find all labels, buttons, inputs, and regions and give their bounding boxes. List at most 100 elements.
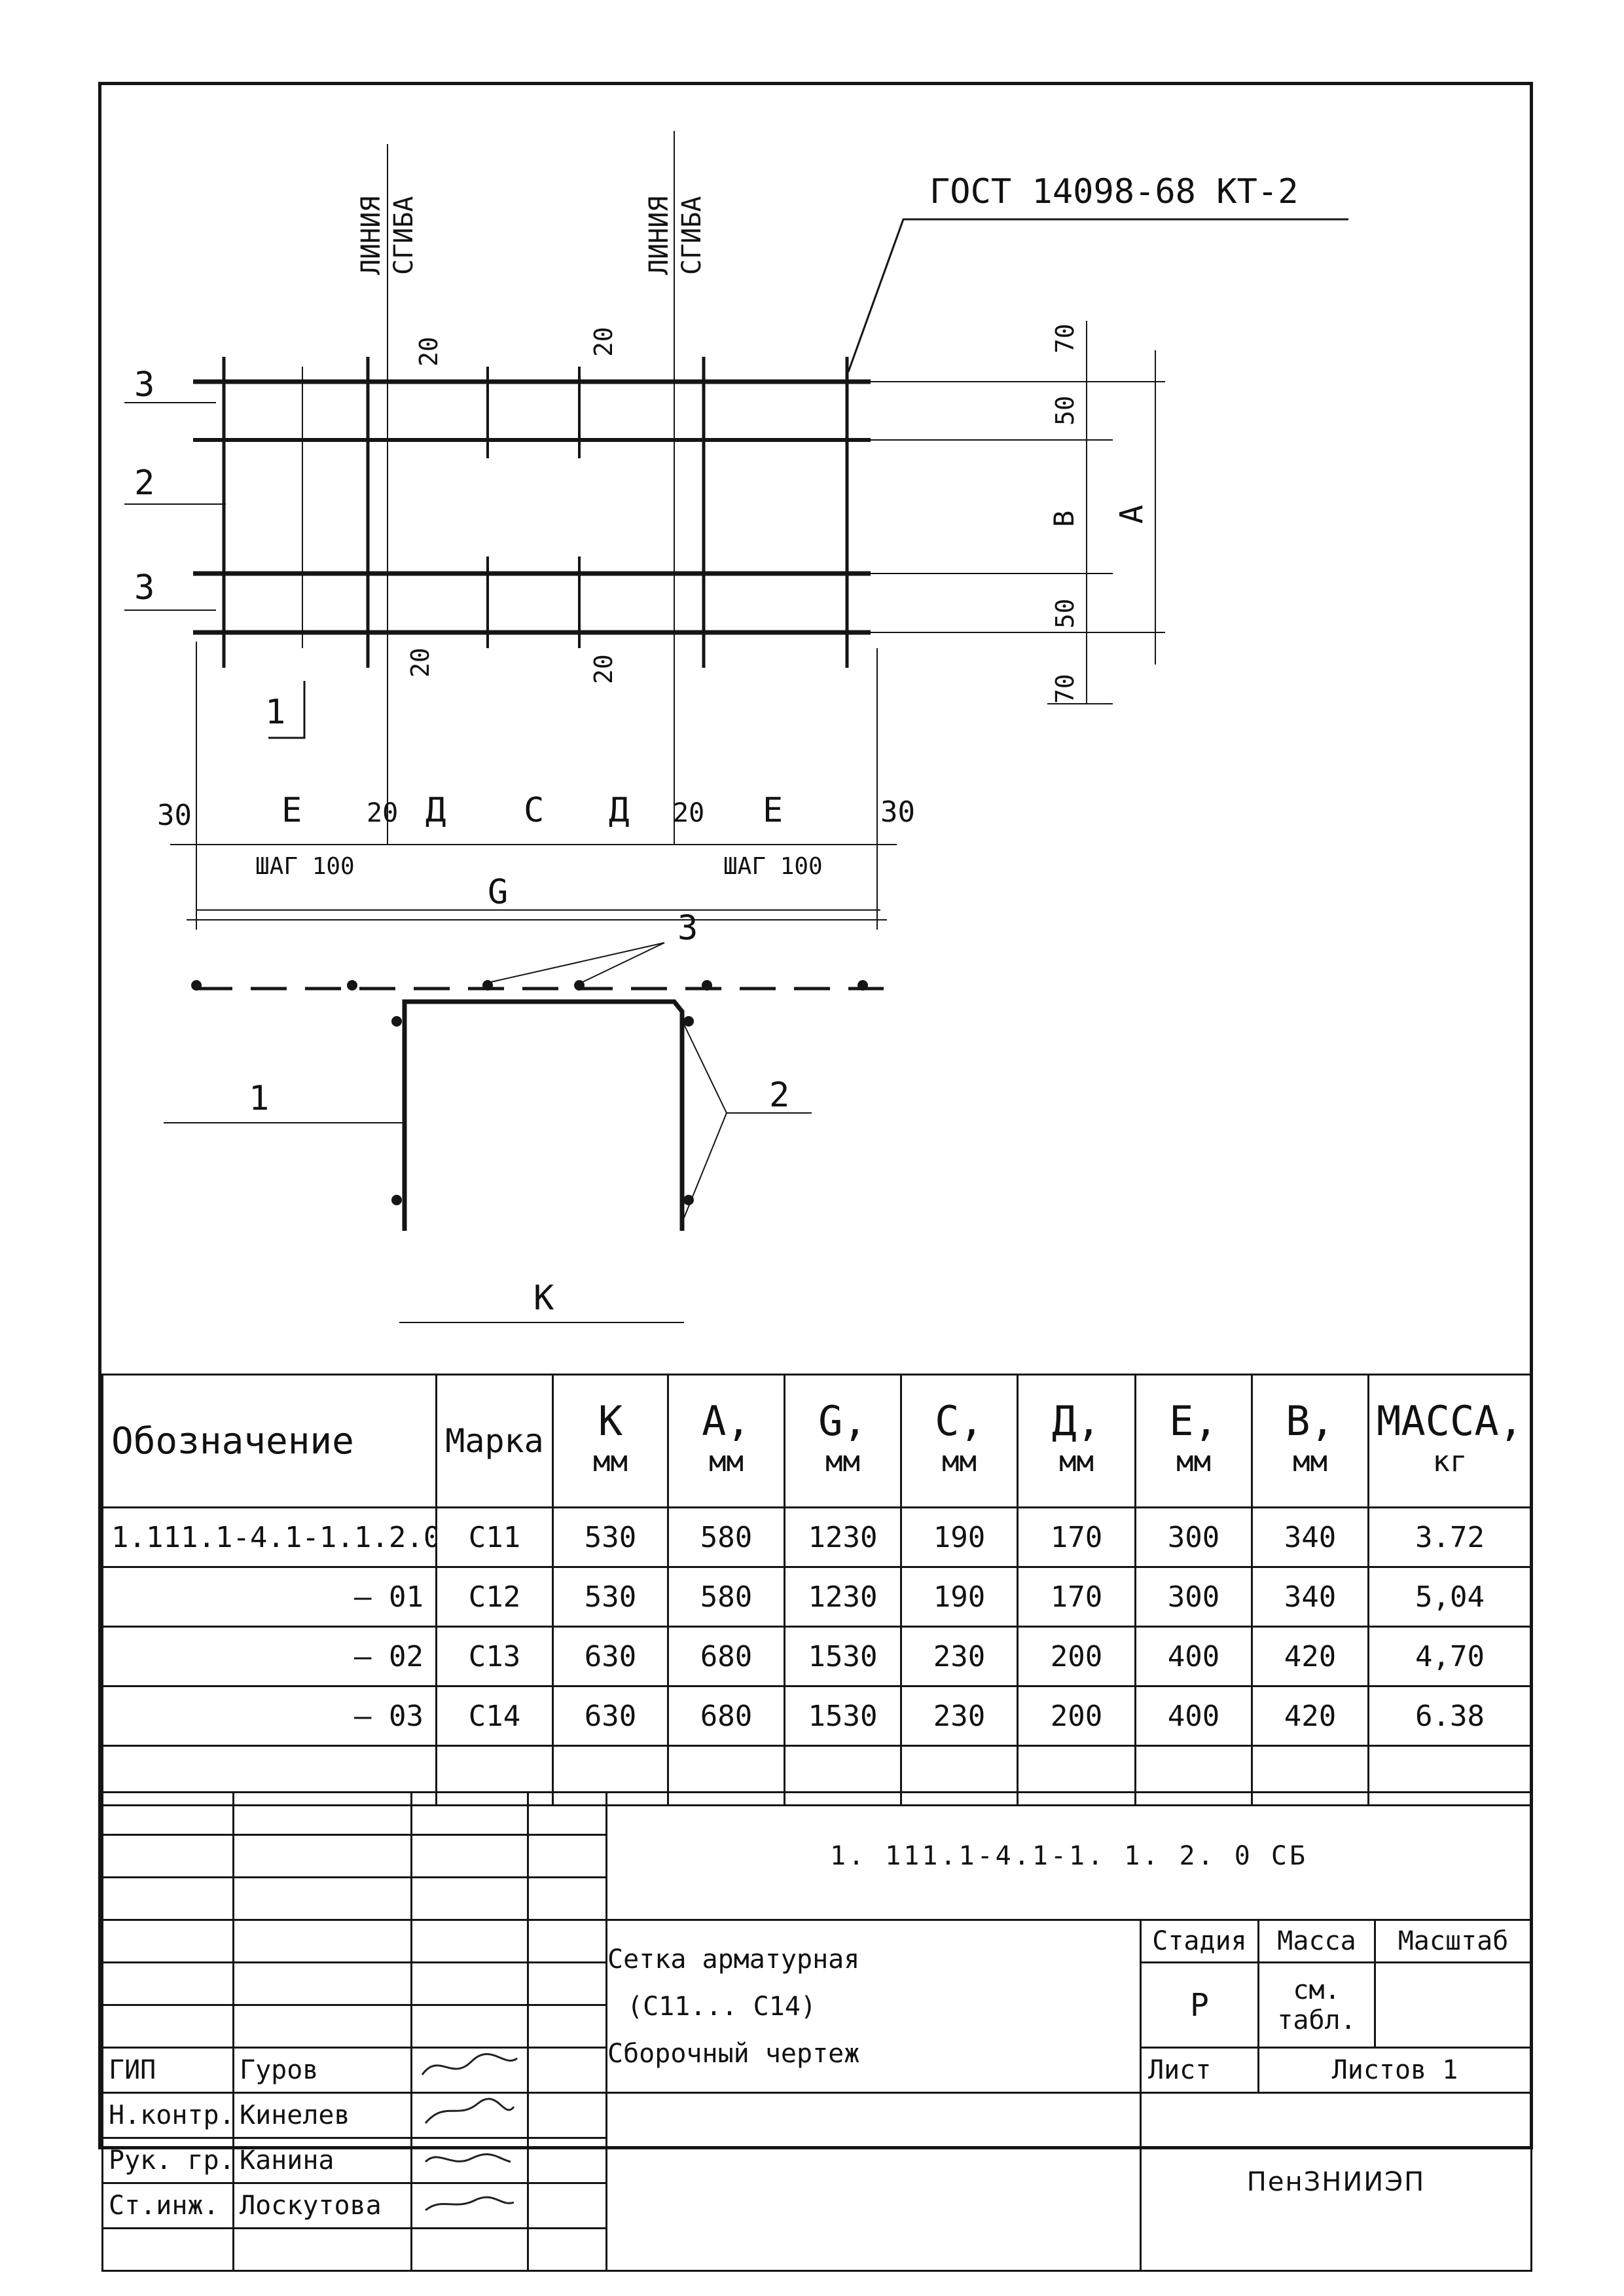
header-d: Д,мм (1017, 1374, 1136, 1508)
cell-designation: 1.111.1-4.1-1.1.2.0 (101, 1506, 437, 1568)
dim-20-right: 20 (673, 798, 704, 828)
table-row: – 01 С12 530 580 1230 190 170 300 340 5,… (101, 1566, 1532, 1628)
cell-mark: С13 (435, 1626, 554, 1687)
name-cell: Кинелев (232, 2092, 412, 2139)
dim-70: 70 (1051, 674, 1079, 704)
bend-label-2b: СГИБА (677, 196, 707, 275)
mass-value: см.табл. (1257, 1961, 1376, 2049)
cell-k: 530 (552, 1566, 669, 1628)
cell-mark: С12 (435, 1566, 554, 1628)
cell-d: 200 (1017, 1685, 1136, 1747)
cell-e: 300 (1134, 1506, 1253, 1568)
step-right: ШАГ 100 (723, 853, 823, 880)
table-row: – 02 С13 630 680 1530 230 200 400 420 4,… (101, 1626, 1532, 1687)
stage-value: Р (1140, 1961, 1259, 2049)
step-left: ШАГ 100 (255, 853, 355, 880)
dim-20: 20 (406, 647, 435, 678)
cell-g: 1230 (784, 1566, 902, 1628)
header-designation: Обозначение (101, 1374, 437, 1508)
sheet-label: Лист (1140, 2047, 1259, 2094)
cell-k: 530 (552, 1506, 669, 1568)
dim-B: В (1048, 511, 1080, 527)
cell-mark: С11 (435, 1506, 554, 1568)
dim-G: G (488, 873, 508, 912)
role-cell: Н.контр. (101, 2092, 234, 2139)
section-profile (402, 999, 685, 1231)
cell-d: 170 (1017, 1566, 1136, 1628)
header-b: В,мм (1251, 1374, 1369, 1508)
table-row: 1.111.1-4.1-1.1.2.0 С11 530 580 1230 190… (101, 1506, 1532, 1568)
dim-C: С (524, 791, 544, 830)
cell-mass: 5,04 (1367, 1566, 1532, 1628)
bend-label-1b: СГИБА (389, 196, 419, 275)
cell-b: 340 (1251, 1566, 1369, 1628)
header-a: А,мм (667, 1374, 785, 1508)
cell-g: 1530 (784, 1626, 902, 1687)
cell-e: 400 (1134, 1626, 1253, 1687)
position-3-bottom: 3 (134, 568, 154, 608)
dim-20: 20 (589, 654, 618, 684)
role-cell: Рук. гр. (101, 2137, 234, 2184)
stage-label: Стадия (1140, 1919, 1259, 1963)
cell-a: 580 (667, 1506, 785, 1568)
cell-designation: – 02 (101, 1626, 437, 1687)
dim-E-right: Е (763, 791, 783, 830)
signature-cell (410, 2137, 529, 2184)
cell-e: 300 (1134, 1566, 1253, 1628)
cell-a: 580 (667, 1566, 785, 1628)
cell-mass: 6.38 (1367, 1685, 1532, 1747)
cell-mass: 4,70 (1367, 1626, 1532, 1687)
signature-cell (410, 2182, 529, 2229)
cell-c: 190 (900, 1566, 1019, 1628)
cell-k: 630 (552, 1685, 669, 1747)
cell-d: 200 (1017, 1626, 1136, 1687)
dim-50: 50 (1051, 395, 1079, 426)
cell-designation: – 01 (101, 1566, 437, 1628)
scale-value (1373, 1961, 1533, 2049)
signature-cell (410, 2092, 529, 2139)
header-g: G,мм (784, 1374, 902, 1508)
organization: ПенЗНИИЭП (1139, 2092, 1533, 2272)
position-1-section: 1 (249, 1079, 269, 1118)
assembly-drawing: ГОСТ 14098-68 КТ-2 ЛИНИЯ СГИБА ЛИНИЯ СГИ… (124, 131, 1348, 1323)
drawing-title: Сетка арматурная (С11... С14) Сборочный … (605, 1919, 1142, 2094)
dim-50: 50 (1051, 598, 1079, 629)
dim-20: 20 (414, 337, 443, 367)
cell-d: 170 (1017, 1506, 1136, 1568)
position-2: 2 (134, 464, 154, 503)
header-mass: МАССА,кг (1367, 1374, 1532, 1508)
dim-30-left: 30 (157, 799, 192, 832)
position-3-top: 3 (134, 365, 154, 405)
dim-K: К (533, 1279, 554, 1318)
cell-c: 230 (900, 1685, 1019, 1747)
dim-20-left: 20 (367, 798, 398, 828)
standard-note: ГОСТ 14098-68 КТ-2 (929, 172, 1299, 211)
name-cell: Гуров (232, 2047, 412, 2094)
role-cell: ГИП (101, 2047, 234, 2094)
cell-designation: – 03 (101, 1685, 437, 1747)
cell-mass: 3.72 (1367, 1506, 1532, 1568)
name-cell: Лоскутова (232, 2182, 412, 2229)
cell-c: 190 (900, 1506, 1019, 1568)
sheets-label: Листов 1 (1257, 2047, 1533, 2094)
cell-a: 680 (667, 1626, 785, 1687)
cell-a: 680 (667, 1685, 785, 1747)
doc-number: 1. 111.1-4.1-1. 1. 2. 0 СБ (605, 1791, 1533, 1921)
cell-b: 420 (1251, 1685, 1369, 1747)
dim-D-right: Д (609, 791, 629, 830)
title-block: 1. 111.1-4.1-1. 1. 2. 0 СБ Сетка арматур… (101, 1791, 1533, 2272)
position-1-plan: 1 (265, 693, 285, 732)
scale-label: Масштаб (1373, 1919, 1533, 1963)
dim-70: 70 (1051, 323, 1079, 354)
dim-D-left: Д (425, 791, 446, 830)
cell-e: 400 (1134, 1685, 1253, 1747)
bend-label-2a: ЛИНИЯ (644, 196, 674, 275)
header-mark: Марка (435, 1374, 554, 1508)
cell-mark: С14 (435, 1685, 554, 1747)
cell-g: 1530 (784, 1685, 902, 1747)
cell-g: 1230 (784, 1506, 902, 1568)
header-c: С,мм (900, 1374, 1019, 1508)
position-3-section: 3 (677, 909, 698, 948)
